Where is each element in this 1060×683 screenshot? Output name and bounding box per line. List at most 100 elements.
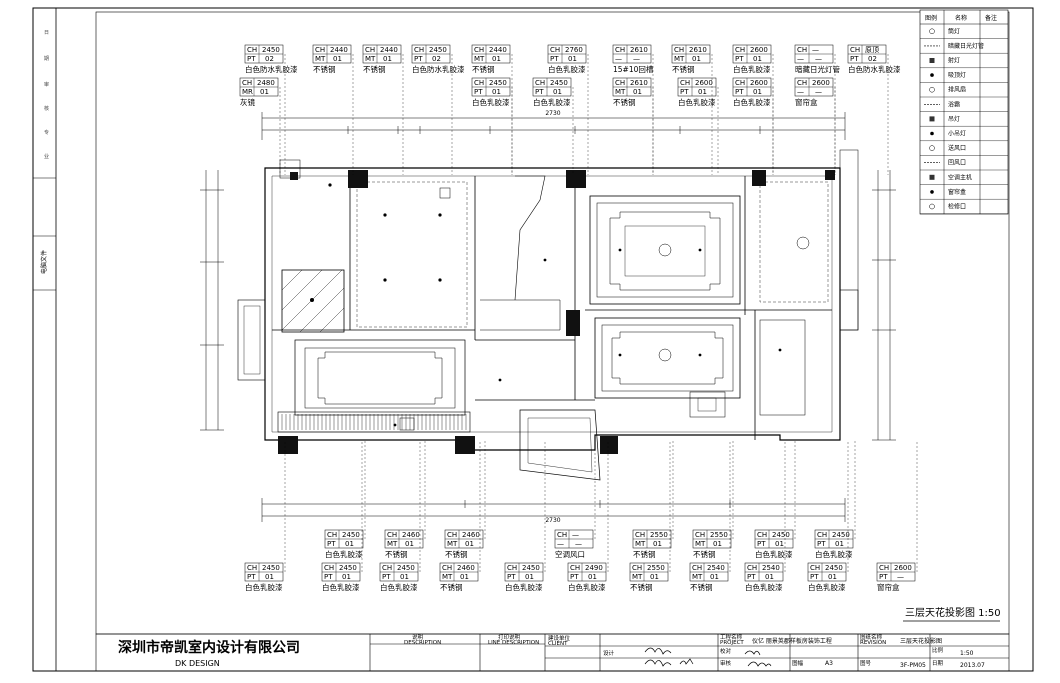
tag-code: PT bbox=[735, 55, 744, 63]
tag-code: PT bbox=[817, 540, 826, 548]
approver-label: 审核 bbox=[720, 659, 732, 667]
project-label: 工程名称 bbox=[720, 633, 743, 641]
tag-ch-label: CH bbox=[324, 564, 334, 572]
tag-ch-label: CH bbox=[474, 79, 484, 87]
top-dimension-lines bbox=[261, 112, 846, 140]
tag-code: PT bbox=[474, 88, 483, 96]
tag-ch-label: CH bbox=[757, 531, 767, 539]
tag-material-name: 不锈钢 bbox=[440, 582, 463, 592]
tag-ch-label: CH bbox=[387, 531, 397, 539]
legend-item-name: 筒灯 bbox=[948, 27, 960, 35]
company-name: 深圳市帝凯室内设计有限公司 bbox=[118, 639, 300, 656]
tag-ch-label: CH bbox=[810, 564, 820, 572]
tag-num: 01 bbox=[753, 88, 762, 96]
material-tag: CH———空调风口 bbox=[554, 529, 594, 559]
legend-row: 射灯 bbox=[920, 57, 1008, 69]
ac-line-icon bbox=[929, 174, 935, 180]
tag-material-name: 窗帘盒 bbox=[877, 582, 900, 592]
legend-item-name: 排风扇 bbox=[948, 86, 966, 94]
hatched-zone bbox=[281, 269, 345, 333]
project-sub: PROJECT bbox=[720, 640, 744, 646]
tag-code: MT bbox=[695, 540, 706, 548]
tag-ch-value: 2450 bbox=[262, 46, 280, 54]
tag-num: 01 bbox=[765, 573, 774, 581]
date-label: 日期 bbox=[932, 660, 944, 667]
tag-ch-value: 2610 bbox=[630, 46, 648, 54]
tag-num: 01 bbox=[525, 573, 534, 581]
tag-ch-value: 2610 bbox=[630, 79, 648, 87]
tag-num: 01 bbox=[650, 573, 659, 581]
tag-ch-label: CH bbox=[535, 79, 545, 87]
tag-num: 01 bbox=[753, 55, 762, 63]
legend-item-name: 窗帘盒 bbox=[948, 188, 966, 196]
tag-ch-label: CH bbox=[474, 46, 484, 54]
tag-code: MT bbox=[615, 88, 626, 96]
tag-ch-value: 2450 bbox=[772, 531, 790, 539]
svg-text:审: 审 bbox=[44, 81, 49, 88]
tag-material-name: 白色乳胶漆 bbox=[808, 582, 846, 592]
drawing-sub: REVISION bbox=[860, 640, 886, 646]
tag-ch-value: 原顶 bbox=[865, 46, 879, 54]
tag-ch-label: CH bbox=[615, 79, 625, 87]
tag-ch-label: CH bbox=[747, 564, 757, 572]
right-balcony bbox=[839, 149, 859, 331]
tag-ch-label: CH bbox=[365, 46, 375, 54]
legend-row: 空调主机 bbox=[920, 173, 1008, 185]
tag-ch-value: 2440 bbox=[330, 46, 348, 54]
tag-code: PT bbox=[324, 573, 333, 581]
tag-code: MT bbox=[315, 55, 326, 63]
tag-material-name: 不锈钢 bbox=[630, 582, 653, 592]
tag-material-name: 白色乳胶漆 bbox=[815, 549, 853, 559]
drawing-label: 图纸名称 bbox=[860, 633, 883, 641]
tag-ch-label: CH bbox=[327, 531, 337, 539]
tag-ch-label: CH bbox=[550, 46, 560, 54]
tag-material-name: 白色乳胶漆 bbox=[733, 64, 771, 74]
legend-row: 排风扇 bbox=[920, 86, 1008, 98]
legend-row: 小吊灯 bbox=[920, 130, 1008, 142]
tag-num: 01 bbox=[653, 540, 662, 548]
pendant-lamp-icon bbox=[929, 116, 935, 122]
legend-row: 回风口 bbox=[920, 160, 1008, 171]
tag-material-name: 不锈钢 bbox=[613, 97, 636, 107]
tag-material-name: 白色乳胶漆 bbox=[472, 97, 510, 107]
tag-material-name: 不锈钢 bbox=[472, 64, 495, 74]
tag-ch-label: CH bbox=[797, 79, 807, 87]
tag-num: 02 bbox=[868, 55, 877, 63]
checker-label: 校对 bbox=[720, 647, 732, 655]
legend-row: 检修口 bbox=[920, 203, 1008, 215]
tag-num: 01 bbox=[775, 540, 784, 548]
print-sub: LINE DESCRIPTION bbox=[488, 640, 539, 646]
legend-row: 吸顶灯 bbox=[920, 71, 1008, 83]
outer-wall bbox=[264, 167, 841, 451]
tag-material-name: 不锈钢 bbox=[672, 64, 695, 74]
svg-text:业: 业 bbox=[44, 153, 49, 160]
tag-material-name: 白色乳胶漆 bbox=[548, 64, 586, 74]
tag-ch-value: 2440 bbox=[380, 46, 398, 54]
bottom-strip bbox=[277, 411, 471, 433]
downlight-icon bbox=[929, 28, 935, 35]
print-header: 打印说明 bbox=[498, 633, 521, 641]
tag-code: PT bbox=[810, 573, 819, 581]
designer-label: 设计 bbox=[603, 649, 615, 657]
tag-code: PT bbox=[327, 540, 336, 548]
right-dimension-lines bbox=[872, 170, 896, 441]
tag-material-name: 不锈钢 bbox=[445, 549, 468, 559]
tag-ch-value: 2450 bbox=[825, 564, 843, 572]
tag-ch-label: CH bbox=[850, 46, 860, 54]
